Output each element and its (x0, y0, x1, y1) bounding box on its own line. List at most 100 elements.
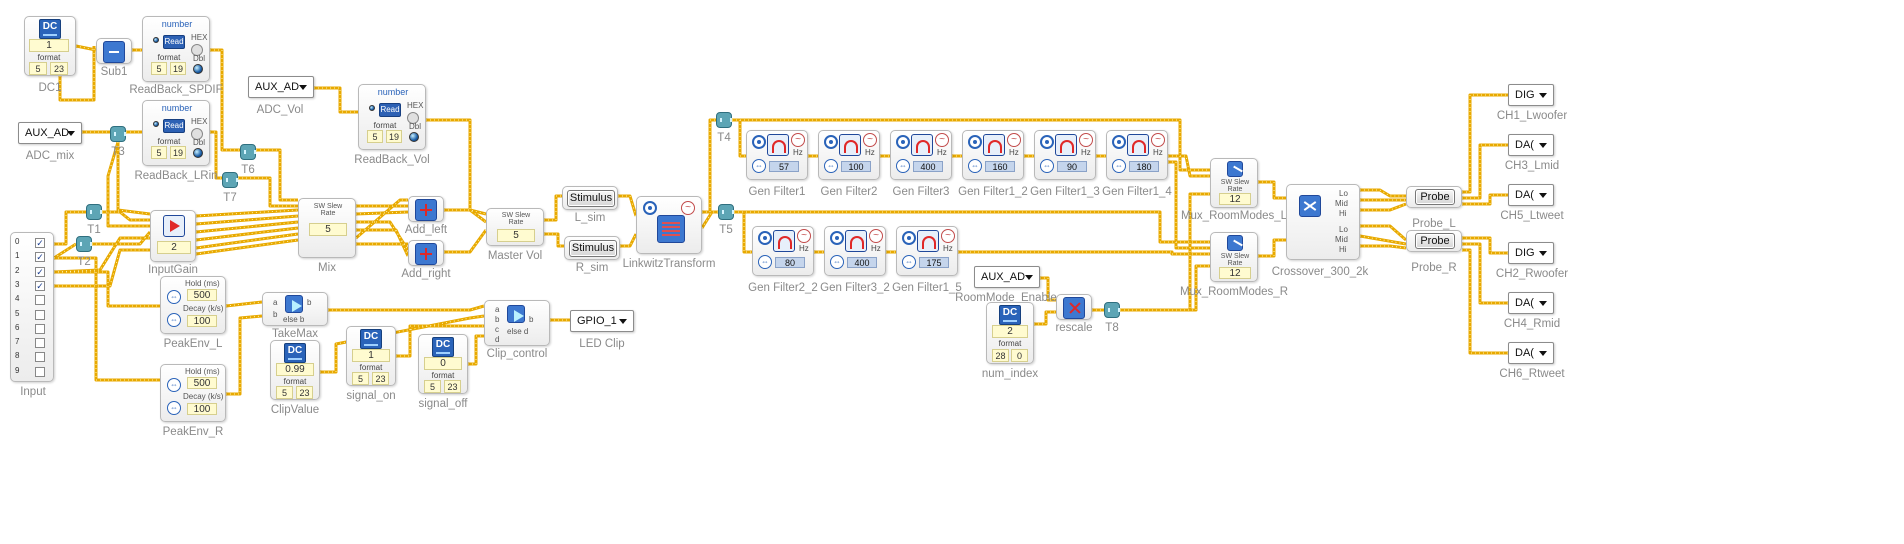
t5-node[interactable] (718, 204, 734, 220)
peakenv-r-decay[interactable]: 100 (187, 403, 217, 415)
master-vol-block[interactable]: SW Slew Rate 5 (486, 208, 544, 246)
t4-node[interactable] (716, 112, 732, 128)
sub1-block[interactable] (96, 38, 132, 64)
frequency-knob-icon[interactable]: ⇔ (758, 255, 772, 269)
frequency-knob-icon[interactable]: ⇔ (1040, 159, 1054, 173)
signal-on-block[interactable]: DC 1 format 5 23 (346, 326, 396, 386)
probe-l-button[interactable]: Probe (1415, 189, 1455, 205)
num-index-format-b[interactable]: 0 (1011, 349, 1028, 362)
r-sim-stimulus-button[interactable]: Stimulus (569, 240, 617, 257)
filter-frequency[interactable]: 80 (775, 257, 805, 268)
peakenv-r-hold[interactable]: 500 (187, 377, 217, 389)
probe-l-block[interactable]: Probe (1406, 186, 1462, 208)
hex-toggle-icon[interactable] (407, 112, 419, 124)
filter-frequency[interactable]: 180 (1129, 161, 1159, 172)
readback-lrin-format-a[interactable]: 5 (151, 146, 167, 159)
input-channel-checkbox[interactable] (35, 309, 45, 320)
led-clip-dropdown[interactable]: GPIO_1 (570, 310, 634, 332)
enable-radio-icon[interactable] (758, 231, 772, 245)
peakenv-r-block[interactable]: ⇔ Hold (ms) 500 ⇔ Decay (k/s) 100 (160, 364, 226, 422)
t3-node[interactable] (110, 126, 126, 142)
frequency-knob-icon[interactable]: ⇔ (824, 159, 838, 173)
clipvalue-format-b[interactable]: 23 (296, 386, 313, 399)
filter-block-5[interactable]: ~ Hz ⇔ 90 (1034, 130, 1096, 180)
probe-r-button[interactable]: Probe (1415, 233, 1455, 249)
signal-off-block[interactable]: DC 0 format 5 23 (418, 334, 468, 394)
input-channel-checkbox[interactable] (35, 323, 45, 334)
enable-radio-icon[interactable] (830, 231, 844, 245)
readback-spdif-format-a[interactable]: 5 (151, 62, 167, 75)
frequency-knob-icon[interactable]: ⇔ (902, 255, 916, 269)
filter-frequency[interactable]: 400 (847, 257, 877, 268)
frequency-knob-icon[interactable]: ⇔ (896, 159, 910, 173)
readback-vol-format-a[interactable]: 5 (367, 130, 383, 143)
input-channel-checkbox[interactable] (35, 352, 45, 363)
peakenv-l-block[interactable]: ⇔ Hold (ms) 500 ⇔ Decay (k/s) 100 (160, 276, 226, 334)
signal-off-format-a[interactable]: 5 (424, 380, 441, 393)
probe-r-block[interactable]: Probe (1406, 230, 1462, 252)
num-index-value[interactable]: 2 (992, 325, 1028, 338)
filter-block-2[interactable]: ~ Hz ⇔ 100 (818, 130, 880, 180)
readback-spdif-format-b[interactable]: 19 (170, 62, 186, 75)
signal-off-format-b[interactable]: 23 (444, 380, 461, 393)
add-left-block[interactable] (408, 196, 444, 222)
peakenv-l-hold[interactable]: 500 (187, 289, 217, 301)
filter-block-7[interactable]: ~ Hz ⇔ 80 (752, 226, 814, 276)
filter-block-6[interactable]: ~ Hz ⇔ 180 (1106, 130, 1168, 180)
hold-knob-icon[interactable]: ⇔ (167, 290, 181, 304)
decay-knob-icon[interactable]: ⇔ (167, 401, 181, 415)
rescale-block[interactable] (1056, 294, 1092, 320)
dc1-format-a[interactable]: 5 (29, 62, 47, 75)
enable-radio-icon[interactable] (752, 135, 766, 149)
inputgain-block[interactable]: 2 (150, 210, 196, 262)
mix-block[interactable]: SW Slew Rate 5 (298, 198, 356, 258)
signal-on-value[interactable]: 1 (352, 349, 390, 362)
enable-radio-icon[interactable] (824, 135, 838, 149)
hex-toggle-icon[interactable] (191, 128, 203, 140)
readback-lrin-block[interactable]: number Read HEX Dbl format 5 19 (142, 100, 210, 166)
readback-spdif-read-button[interactable]: Read (163, 35, 185, 49)
t6-node[interactable] (240, 144, 256, 160)
crossover-block[interactable]: Lo Mid Hi Lo Mid Hi (1286, 184, 1360, 260)
filter-frequency[interactable]: 175 (919, 257, 949, 268)
output-dropdown-4[interactable]: DIG (1508, 242, 1554, 264)
filter-block-1[interactable]: ~ Hz ⇔ 57 (746, 130, 808, 180)
mix-value[interactable]: 5 (309, 223, 347, 236)
filter-frequency[interactable]: 90 (1057, 161, 1087, 172)
input-channel-checkbox[interactable]: ✓ (35, 266, 45, 277)
l-sim-block[interactable]: Stimulus (562, 186, 618, 210)
output-dropdown-2[interactable]: DA( (1508, 134, 1554, 156)
dc1-format-b[interactable]: 23 (50, 62, 68, 75)
hex-toggle-icon[interactable] (191, 44, 203, 56)
input-channel-checkbox[interactable] (35, 366, 45, 377)
output-dropdown-3[interactable]: DA( (1508, 184, 1554, 206)
adc-mix-dropdown[interactable]: AUX_AD (18, 122, 82, 144)
readback-vol-block[interactable]: number Read HEX Dbl format 5 19 (358, 84, 426, 150)
num-index-format-a[interactable]: 28 (992, 349, 1009, 362)
filter-block-9[interactable]: ~ Hz ⇔ 175 (896, 226, 958, 276)
readback-vol-format-b[interactable]: 19 (386, 130, 402, 143)
add-right-block[interactable] (408, 240, 444, 266)
output-dropdown-5[interactable]: DA( (1508, 292, 1554, 314)
adc-vol-dropdown[interactable]: AUX_AD (248, 76, 314, 98)
frequency-knob-icon[interactable]: ⇔ (830, 255, 844, 269)
readback-lrin-read-button[interactable]: Read (163, 119, 185, 133)
signal-off-value[interactable]: 0 (424, 357, 462, 370)
filter-block-4[interactable]: ~ Hz ⇔ 160 (962, 130, 1024, 180)
output-dropdown-1[interactable]: DIG (1508, 84, 1554, 106)
clipvalue-format-a[interactable]: 5 (276, 386, 293, 399)
hold-knob-icon[interactable]: ⇔ (167, 378, 181, 392)
output-dropdown-6[interactable]: DA( (1508, 342, 1554, 364)
clipvalue-block[interactable]: DC 0.99 format 5 23 (270, 340, 320, 400)
mux-l-value[interactable]: 12 (1219, 193, 1251, 205)
signal-on-format-a[interactable]: 5 (352, 372, 369, 385)
enable-radio-icon[interactable] (1040, 135, 1054, 149)
t7-node[interactable] (222, 172, 238, 188)
mux-r-value[interactable]: 12 (1219, 267, 1251, 279)
frequency-knob-icon[interactable]: ⇔ (1112, 159, 1126, 173)
readback-lrin-format-b[interactable]: 19 (170, 146, 186, 159)
master-vol-value[interactable]: 5 (497, 229, 535, 242)
dc1-block[interactable]: DC 1 format 5 23 (24, 16, 76, 76)
num-index-block[interactable]: DC 2 format 28 0 (986, 302, 1034, 364)
